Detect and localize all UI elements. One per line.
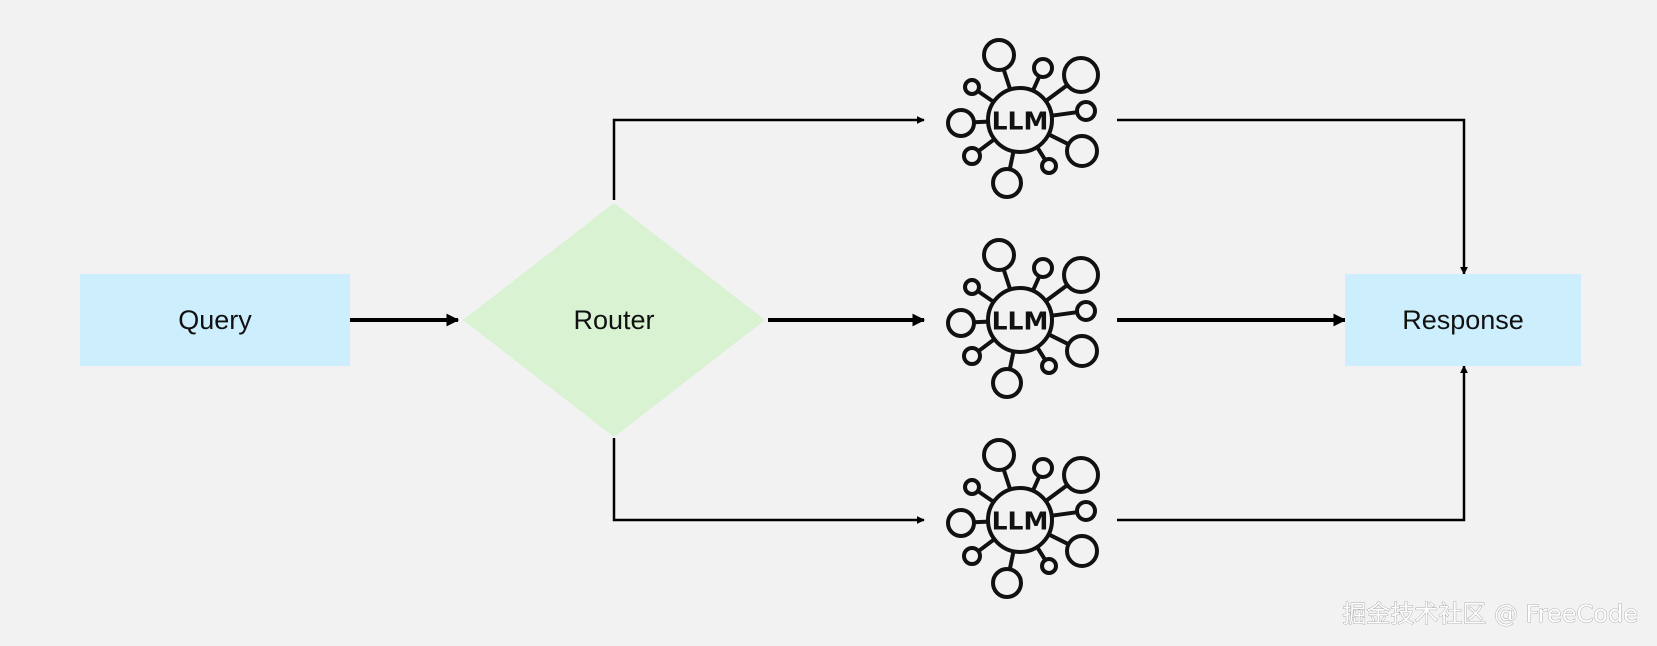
icon-spoke xyxy=(1001,468,1013,491)
icon-satellite-node xyxy=(1075,300,1097,322)
icon-hub-circle xyxy=(986,86,1054,154)
icon-satellite-node xyxy=(1040,157,1058,175)
icon-spoke xyxy=(973,119,989,125)
icon-spoke xyxy=(1047,132,1070,147)
llm-label-top: LLM xyxy=(992,107,1049,136)
icon-satellite-node xyxy=(1075,500,1097,522)
edge-router-to-llm-bottom xyxy=(612,438,925,524)
query-label: Query xyxy=(178,305,252,335)
llm-node-middle: LLM xyxy=(946,238,1100,399)
icon-satellite-node xyxy=(1040,357,1058,375)
icon-spoke xyxy=(976,489,995,504)
icon-satellite-node xyxy=(1062,56,1100,94)
icon-spoke xyxy=(1001,68,1013,91)
icon-satellite-node xyxy=(946,108,976,138)
icon-spoke xyxy=(1007,350,1016,370)
response-label: Response xyxy=(1402,305,1524,335)
icon-satellite-node xyxy=(963,78,981,96)
icon-satellite-node xyxy=(1065,334,1099,368)
router-diamond xyxy=(463,203,765,437)
edge-llm-top-to-response xyxy=(1117,118,1468,275)
llm-label-bottom: LLM xyxy=(992,507,1049,536)
icon-spoke xyxy=(1044,483,1069,503)
edges xyxy=(350,116,1468,524)
icon-spoke xyxy=(977,537,996,553)
icon-satellite-node xyxy=(982,438,1016,472)
router-label: Router xyxy=(573,305,654,335)
query-box xyxy=(80,274,350,366)
icon-satellite-node xyxy=(962,546,982,566)
response-box xyxy=(1345,274,1581,366)
icon-spoke xyxy=(1007,550,1016,570)
icon-spoke xyxy=(1051,510,1078,518)
icon-spoke xyxy=(973,519,989,525)
icon-satellite-node xyxy=(1040,557,1058,575)
network-hub-icon xyxy=(946,38,1100,199)
icon-spoke xyxy=(1044,283,1069,303)
icon-satellite-node xyxy=(1032,257,1054,279)
icon-spoke xyxy=(1047,532,1070,547)
icon-spoke xyxy=(976,289,995,304)
edge-router-to-llm-top xyxy=(612,116,925,200)
icon-satellite-node xyxy=(1065,134,1099,168)
icon-spoke xyxy=(977,337,996,353)
icon-hub-circle xyxy=(986,286,1054,354)
router-node: Router xyxy=(463,203,765,437)
edge-llm-bottom-to-response xyxy=(1117,365,1468,522)
icon-satellite-node xyxy=(1062,456,1100,494)
icon-satellite-node xyxy=(1075,100,1097,122)
icon-satellite-node xyxy=(946,308,976,338)
network-hub-icon xyxy=(946,438,1100,599)
icon-spoke xyxy=(1035,346,1047,362)
icon-satellite-node xyxy=(962,346,982,366)
query-node: Query xyxy=(80,274,350,366)
icon-spoke xyxy=(1051,110,1078,118)
icon-satellite-node xyxy=(946,508,976,538)
icon-spoke xyxy=(1031,75,1042,92)
icon-satellite-node xyxy=(963,278,981,296)
icon-satellite-node xyxy=(963,478,981,496)
llm-node-top: LLM xyxy=(946,38,1100,199)
icon-spoke xyxy=(1031,475,1042,492)
response-node: Response xyxy=(1345,274,1581,366)
network-hub-icon xyxy=(946,238,1100,399)
icon-satellite-node xyxy=(1032,57,1054,79)
icon-satellite-node xyxy=(991,567,1023,599)
icon-spoke xyxy=(1044,83,1069,103)
icon-satellite-node xyxy=(1032,457,1054,479)
icon-spoke xyxy=(1031,275,1042,292)
icon-satellite-node xyxy=(982,38,1016,72)
icon-spoke xyxy=(973,319,989,325)
icon-spoke xyxy=(1035,546,1047,562)
icon-spoke xyxy=(1001,268,1013,291)
watermark: 掘金技术社区 @ FreeCode xyxy=(1342,600,1638,628)
icon-spoke xyxy=(976,89,995,104)
icon-spoke xyxy=(1007,150,1016,170)
icon-spoke xyxy=(1051,310,1078,318)
icon-satellite-node xyxy=(962,146,982,166)
icon-spoke xyxy=(977,137,996,153)
llm-label-middle: LLM xyxy=(992,307,1049,336)
icon-hub-circle xyxy=(986,486,1054,554)
icon-spoke xyxy=(1047,332,1070,347)
icon-satellite-node xyxy=(991,167,1023,199)
icon-satellite-node xyxy=(1065,534,1099,568)
icon-spoke xyxy=(1035,146,1047,162)
icon-satellite-node xyxy=(1062,256,1100,294)
icon-satellite-node xyxy=(991,367,1023,399)
icon-satellite-node xyxy=(982,238,1016,272)
llm-node-bottom: LLM xyxy=(946,438,1100,599)
